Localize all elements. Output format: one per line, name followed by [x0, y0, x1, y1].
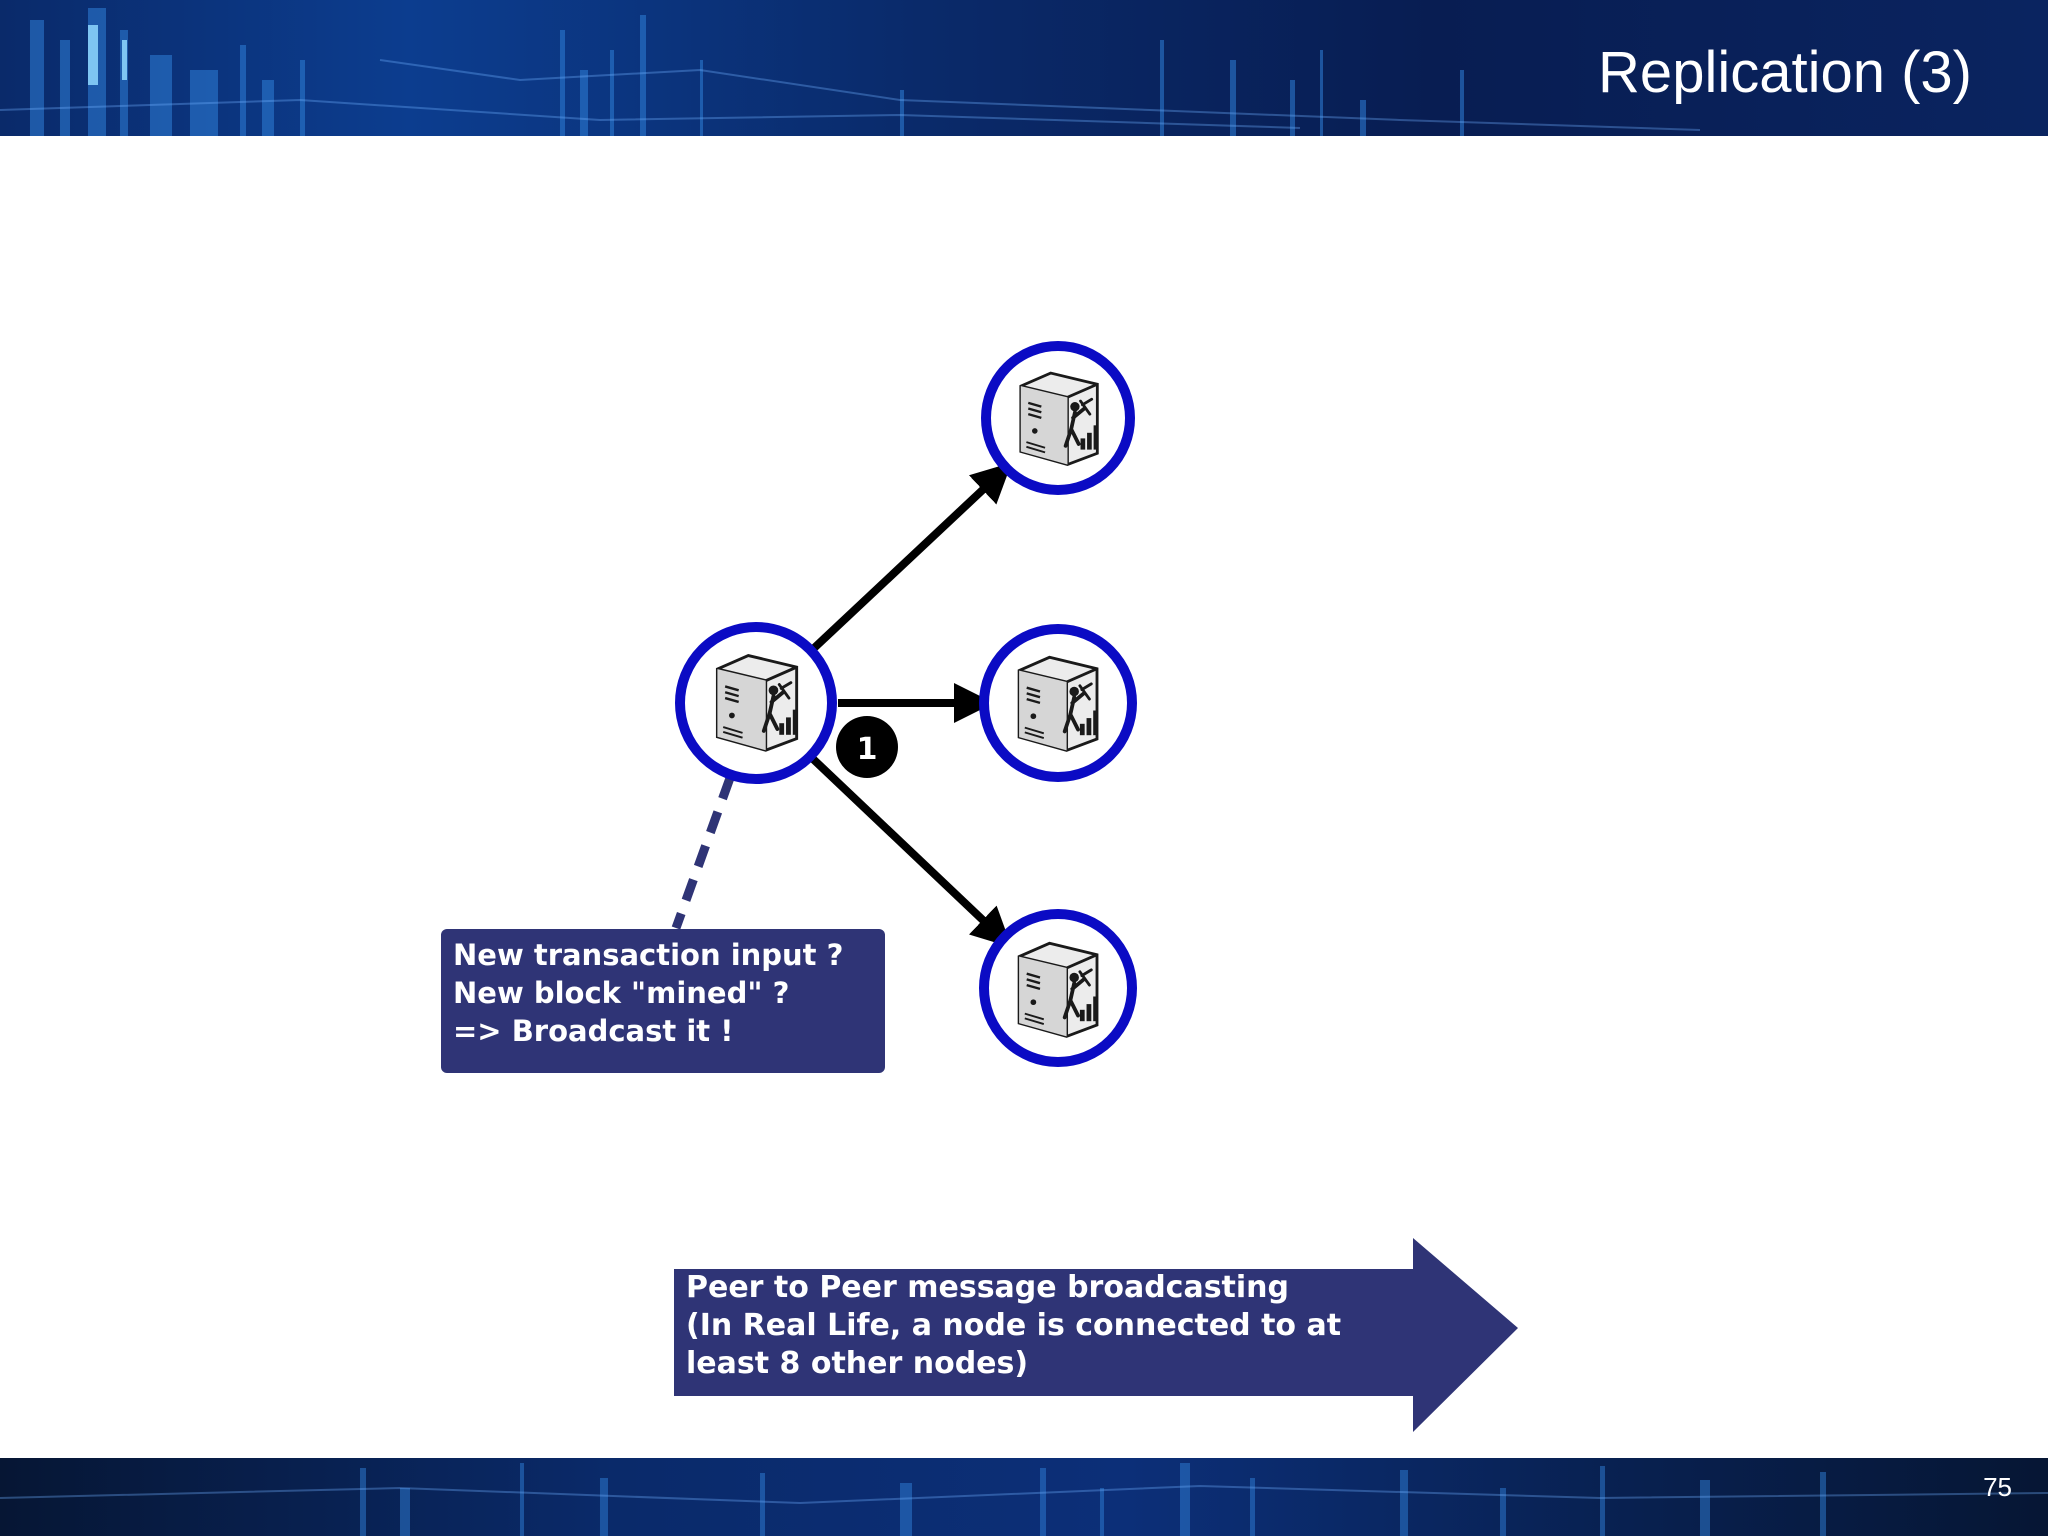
miner-server-icon — [1017, 941, 1099, 1039]
node-source — [675, 622, 837, 784]
stock-ticker-background-image — [0, 8, 1701, 136]
callout-line: New block "mined" ? — [453, 976, 790, 1010]
callout-line: New transaction input ? — [453, 938, 844, 972]
stock-ticker-background-image — [0, 1463, 2048, 1536]
miner-server-icon — [1017, 655, 1099, 753]
broadcast-arrow-banner — [674, 1238, 1518, 1432]
miner-server-icon — [1018, 371, 1100, 467]
step-badge: 1 — [836, 716, 898, 778]
node-peer-bottom — [979, 909, 1137, 1067]
node-peer-top — [981, 341, 1135, 495]
footer-banner — [0, 1458, 2048, 1536]
callout-line: => Broadcast it ! — [453, 1014, 734, 1048]
edge-source-to-peer-bottom — [809, 755, 1012, 948]
edge-source-to-peer-top — [809, 462, 1012, 653]
callout-connector — [671, 776, 735, 930]
broadcast-callout: New transaction input ? New block "mined… — [441, 929, 885, 1073]
arrow-banner-line: least 8 other nodes) — [686, 1346, 1029, 1381]
slide-title: Replication (3) — [1598, 40, 1972, 105]
node-peer-middle — [979, 624, 1137, 782]
step-badge-label: 1 — [857, 732, 878, 767]
header-banner: Replication (3) — [0, 0, 2048, 136]
arrow-banner-text: Peer to Peer message broadcasting (In Re… — [686, 1269, 1406, 1383]
arrow-banner-line: Peer to Peer message broadcasting — [686, 1270, 1290, 1305]
miner-server-icon — [715, 653, 799, 753]
arrow-banner-line: (In Real Life, a node is connected to at — [686, 1308, 1342, 1343]
page-number: 75 — [1983, 1472, 2012, 1502]
